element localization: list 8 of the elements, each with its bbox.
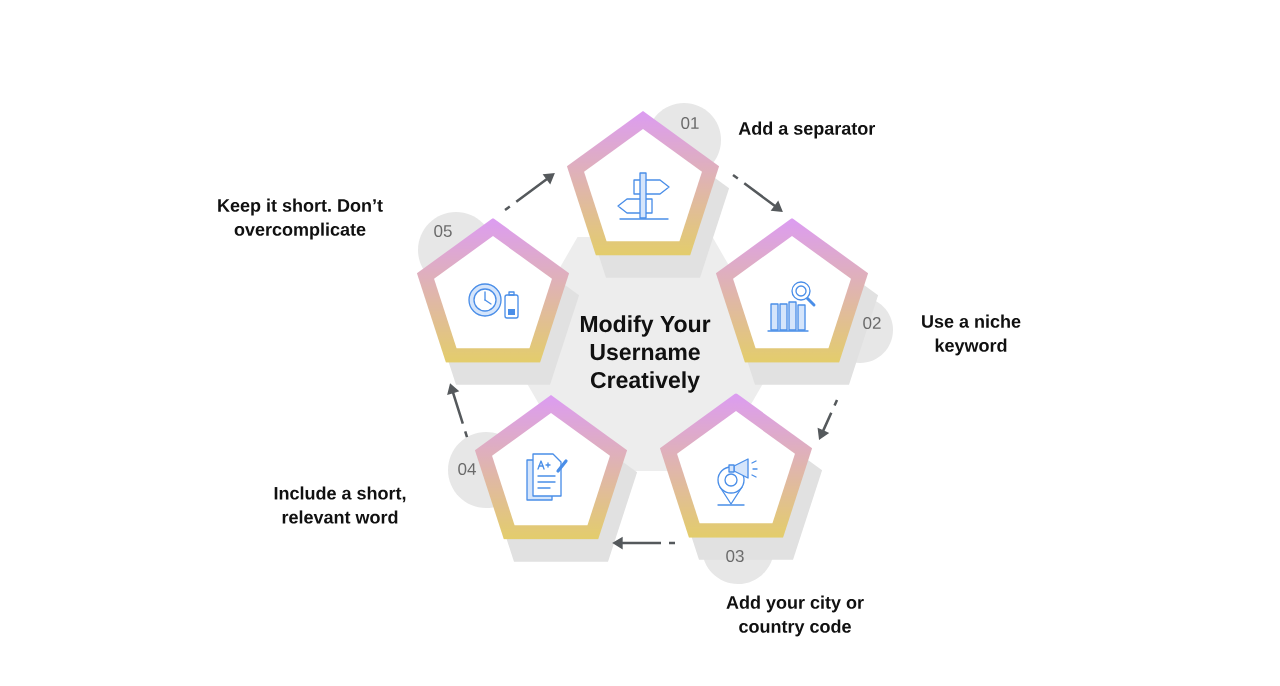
step-label: Add a separator [738, 121, 875, 139]
step-label: Include a short, relevant word [274, 486, 406, 524]
step-number: 04 [458, 463, 476, 476]
step-number: 05 [434, 225, 452, 237]
step-number: 01 [681, 117, 699, 129]
step-label: Keep it short. Don’t overcomplicate [218, 198, 383, 240]
step-label: Add your city or country code [726, 595, 864, 637]
step-label: Use a niche keyword [922, 314, 1021, 356]
